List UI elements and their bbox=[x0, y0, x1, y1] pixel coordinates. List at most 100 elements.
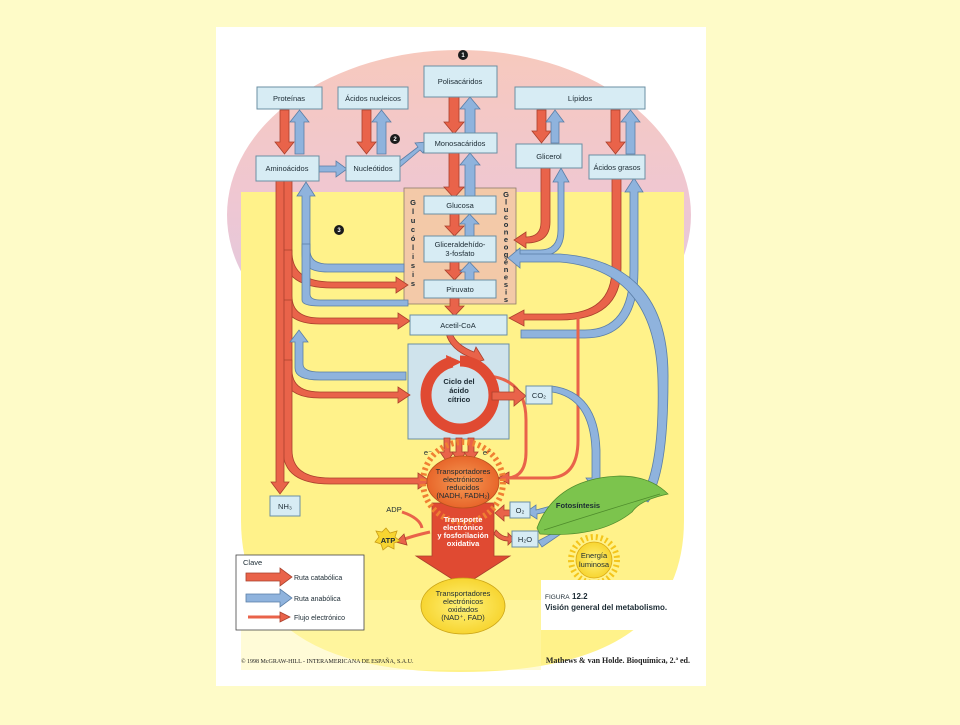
svg-text:l: l bbox=[412, 207, 414, 216]
glucosa-label: Glucosa bbox=[446, 201, 474, 210]
key-catabolic-arrow bbox=[245, 567, 293, 587]
svg-text:c: c bbox=[411, 225, 415, 234]
acetil-coa-label: Acetil-CoA bbox=[440, 321, 475, 330]
proteinas-label: Proteínas bbox=[273, 94, 305, 103]
g3p-box bbox=[423, 235, 497, 263]
reduced-line4: (NADH, FADH₂) bbox=[436, 491, 490, 500]
glucolisis-vertical-label: G l u c ó l i s i s bbox=[410, 198, 416, 288]
svg-text:s: s bbox=[411, 261, 415, 270]
svg-text:l: l bbox=[412, 243, 414, 252]
svg-text:ó: ó bbox=[411, 234, 416, 243]
stage-2-marker bbox=[390, 134, 400, 144]
nh3-label: NH₃ bbox=[278, 502, 292, 511]
svg-text:n: n bbox=[504, 265, 509, 274]
svg-text:s: s bbox=[504, 280, 508, 289]
aminoacidos-label: Aminoácidos bbox=[266, 164, 309, 173]
caption-area bbox=[541, 580, 691, 630]
key-catabolic-label: Ruta catabólica bbox=[294, 575, 342, 582]
adp-label: ADP bbox=[386, 505, 401, 514]
fotosintesis-label: Fotosíntesis bbox=[556, 501, 600, 510]
svg-text:u: u bbox=[411, 216, 416, 225]
polisacaridos-box bbox=[423, 65, 498, 98]
electron-mark-left: e⁻ bbox=[424, 448, 432, 457]
svg-text:é: é bbox=[504, 258, 508, 267]
oxidized-line2: electrónicos bbox=[443, 597, 483, 606]
o2-label: O₂ bbox=[516, 506, 525, 515]
glicerol-box bbox=[515, 143, 583, 169]
transport-line1: Transporte bbox=[444, 515, 483, 524]
co2-box bbox=[525, 385, 553, 405]
g3p-line1: Gliceraldehído- bbox=[435, 240, 486, 249]
figure-label-number: 12.2 bbox=[572, 592, 588, 601]
h2o-box bbox=[511, 530, 539, 548]
reduced-line3: reducidos bbox=[447, 483, 480, 492]
transport-line3: y fosforilación bbox=[437, 531, 489, 540]
key-anabolic-arrow bbox=[245, 588, 293, 608]
lipidos-label: Lípidos bbox=[568, 94, 592, 103]
footer-copyright: © 1998 McGRAW-HILL - INTERAMERICANA DE E… bbox=[241, 657, 414, 665]
gluconeogenesis-vertical-label: G l u c o n e o g é n e s i s bbox=[503, 190, 509, 304]
key-electron-label: Flujo electrónico bbox=[294, 615, 345, 622]
svg-text:u: u bbox=[504, 205, 509, 214]
footer-citation: Mathews & van Holde. Bioquímica, 2.ª ed. bbox=[546, 656, 690, 665]
svg-text:G: G bbox=[503, 190, 509, 199]
svg-text:e: e bbox=[504, 235, 508, 244]
svg-text:i: i bbox=[505, 288, 507, 297]
svg-text:o: o bbox=[504, 220, 509, 229]
co2-label: CO₂ bbox=[532, 391, 546, 400]
svg-text:s: s bbox=[504, 295, 508, 304]
aminoacidos-box bbox=[255, 155, 320, 182]
cycle-line1: Ciclo del bbox=[443, 377, 474, 386]
svg-text:s: s bbox=[411, 279, 415, 288]
o2-box bbox=[509, 501, 531, 519]
figure-label-prefix: FIGURA bbox=[545, 594, 570, 601]
stage-2-number: 2 bbox=[393, 137, 397, 143]
nucleotidos-label: Nucleótidos bbox=[353, 164, 392, 173]
h2o-label: H₂O bbox=[518, 535, 532, 544]
stage-1-number: 1 bbox=[461, 53, 465, 59]
key-anabolic-label: Ruta anabólica bbox=[294, 596, 341, 603]
g3p-line2: 3-fosfato bbox=[445, 249, 474, 258]
piruvato-box bbox=[423, 279, 497, 299]
oxidized-line1: Transportadores bbox=[436, 589, 491, 598]
reduced-carriers-node bbox=[420, 439, 506, 525]
reduced-line2: electrónicos bbox=[443, 475, 483, 484]
key-title: Clave bbox=[243, 558, 262, 567]
oxidized-line3: oxidados bbox=[448, 605, 478, 614]
energia-line1: Energía bbox=[581, 551, 608, 560]
transport-line2: electrónico bbox=[443, 523, 483, 532]
electron-mark-right: e⁻ bbox=[483, 448, 491, 457]
stage-1-marker bbox=[458, 50, 468, 60]
figure-caption: Visión general del metabolismo. bbox=[545, 603, 667, 612]
polisacaridos-label: Polisacáridos bbox=[438, 77, 483, 86]
acetil-coa-box bbox=[409, 314, 508, 336]
svg-text:n: n bbox=[504, 228, 509, 237]
oxidized-line4: (NAD⁺, FAD) bbox=[441, 613, 485, 622]
svg-text:G: G bbox=[410, 198, 416, 207]
nh3-box bbox=[269, 495, 301, 517]
transport-line4: oxidativa bbox=[447, 539, 480, 548]
monosacaridos-label: Monosacáridos bbox=[435, 139, 486, 148]
lipidos-box bbox=[514, 86, 646, 110]
stage-3-marker bbox=[334, 225, 344, 235]
glucosa-box bbox=[423, 195, 497, 215]
acidos-grasos-box bbox=[588, 154, 646, 180]
svg-text:i: i bbox=[412, 270, 414, 279]
oxidized-carriers-node bbox=[420, 577, 506, 635]
energia-line2: luminosa bbox=[579, 560, 610, 569]
atp-star bbox=[374, 527, 401, 551]
svg-text:e: e bbox=[504, 273, 508, 282]
svg-text:c: c bbox=[504, 213, 508, 222]
glicerol-label: Glicerol bbox=[536, 152, 562, 161]
acidos-grasos-label: Ácidos grasos bbox=[593, 163, 640, 172]
acidos-nucleicos-label: Ácidos nucleicos bbox=[345, 94, 401, 103]
acidos-nucleicos-box bbox=[337, 86, 409, 110]
nucleotidos-box bbox=[345, 155, 401, 182]
svg-text:l: l bbox=[505, 198, 507, 207]
svg-text:i: i bbox=[412, 252, 414, 261]
monosacaridos-box bbox=[423, 132, 498, 154]
cycle-line3: cítrico bbox=[448, 395, 471, 404]
atp-label: ATP bbox=[381, 536, 395, 545]
